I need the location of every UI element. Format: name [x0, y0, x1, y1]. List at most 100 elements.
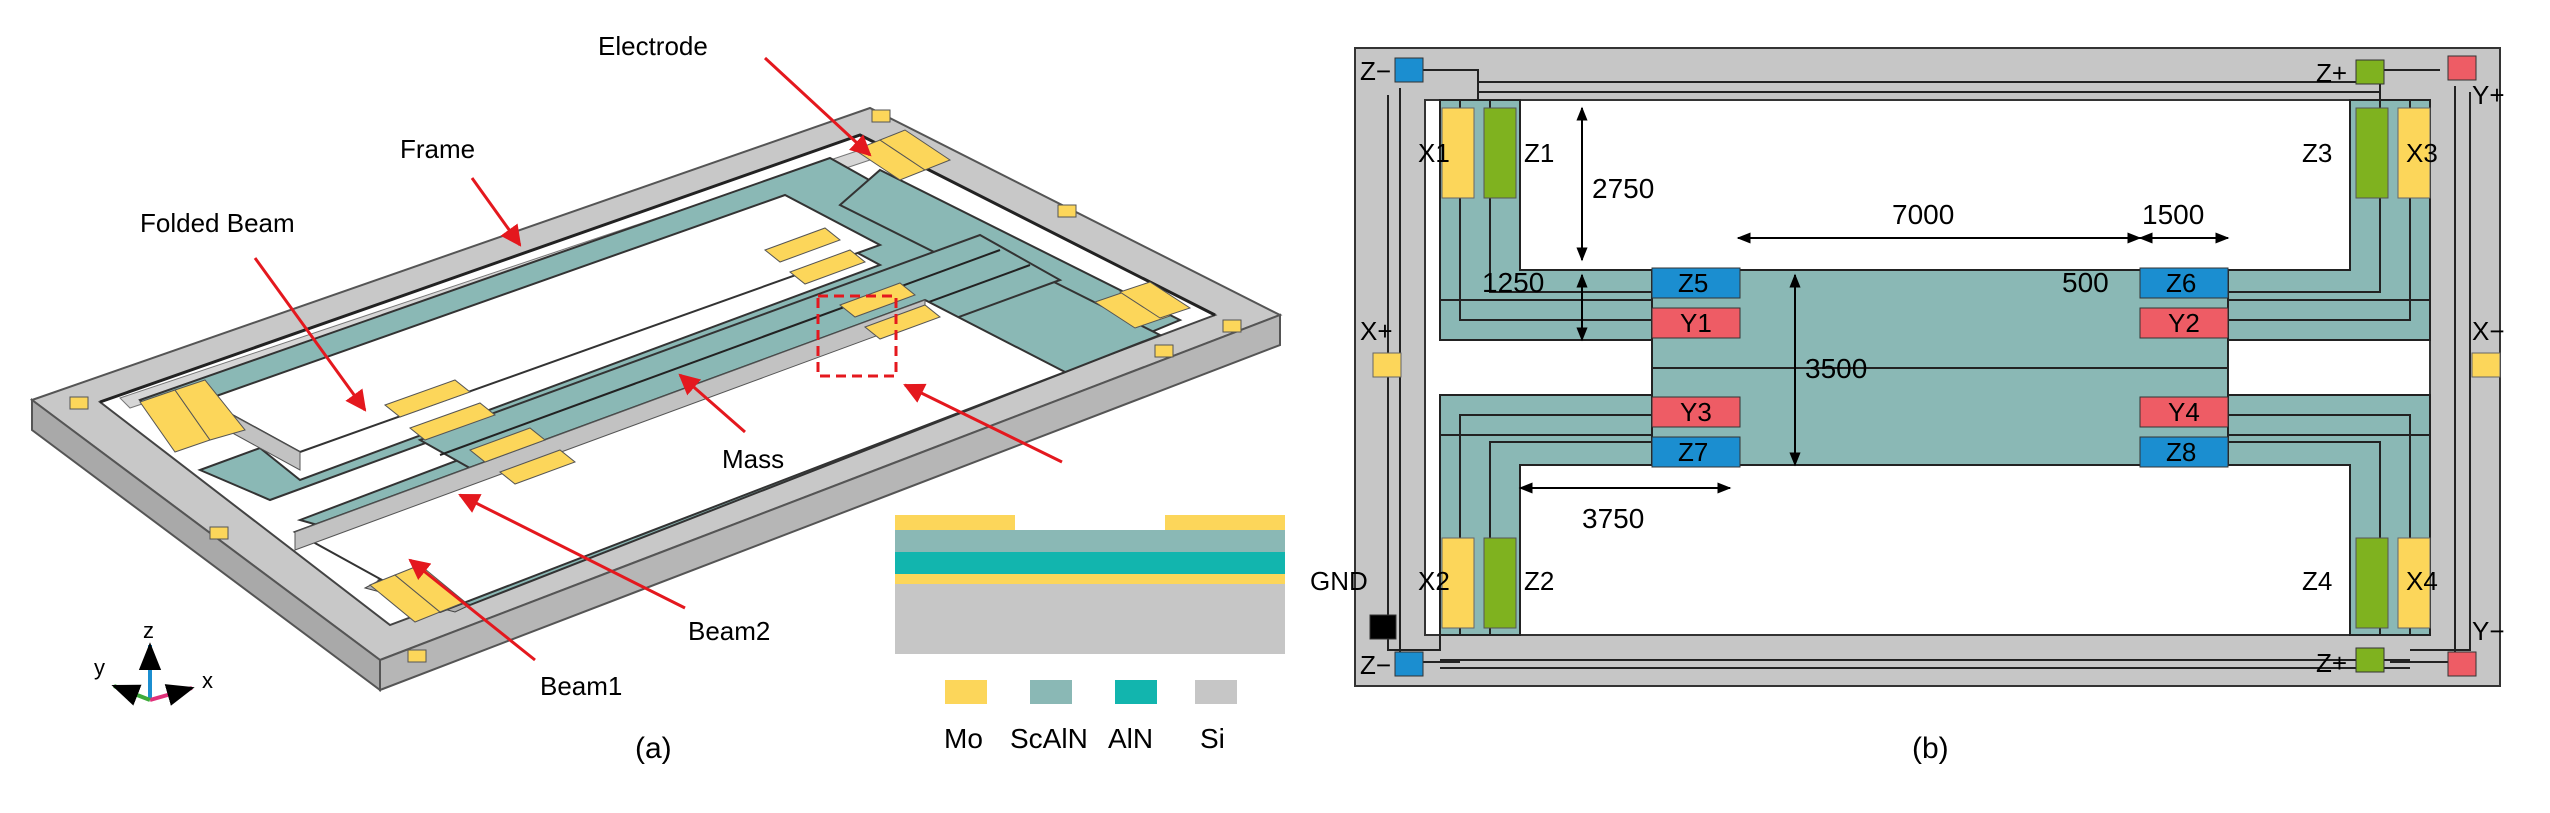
label-x3: X3: [2406, 138, 2438, 168]
legend-label-si: Si: [1200, 723, 1225, 754]
pad-label-z-minus-bottom: Z−: [1360, 650, 1391, 680]
label-x1: X1: [1418, 138, 1450, 168]
callout-arrows: [253, 56, 1063, 662]
y-axis: [111, 684, 151, 706]
pad-label-z-minus-top: Z−: [1360, 56, 1391, 86]
frame-traces: [1387, 69, 2471, 669]
pad-y-plus: [2447, 55, 2477, 81]
dim-2750-label: 2750: [1592, 173, 1654, 204]
pad-label-y-plus: Y+: [2472, 80, 2505, 110]
panel-a-caption: (a): [635, 732, 672, 765]
dim-3500-label: 3500: [1805, 353, 1867, 384]
material-legend: Mo ScAlN AlN Si: [944, 680, 1237, 754]
frame-bond-pads: [69, 109, 1242, 663]
x-axis-label: x: [202, 668, 213, 693]
beam1-label: Beam1: [540, 671, 622, 701]
electrode-z1: [1483, 107, 1517, 199]
x-axis: [149, 684, 195, 706]
mass-arrow: [678, 373, 746, 434]
label-z2: Z2: [1524, 566, 1554, 596]
legend-swatch-mo: [945, 680, 987, 704]
si-substrate: [895, 584, 1285, 654]
panel-b-caption: (b): [1912, 732, 1949, 765]
pad-x-plus: [1372, 352, 1402, 378]
pad-z-minus-bottom: [1394, 651, 1424, 677]
electrode-x4: [2397, 537, 2431, 629]
electrode-arrow: [763, 56, 872, 157]
label-z8: Z8: [2166, 437, 2196, 467]
electrode-z3: [2355, 107, 2389, 199]
pad-z-minus-top: [1394, 57, 1424, 83]
label-x2: X2: [1418, 566, 1450, 596]
mo-bottom-layer: [895, 574, 1285, 584]
aln-layer: [895, 552, 1285, 574]
beams-and-mass: [1439, 99, 2431, 636]
label-y3: Y3: [1680, 397, 1712, 427]
legend-label-scaln: ScAlN: [1010, 723, 1088, 754]
beam2-label: Beam2: [688, 616, 770, 646]
legend-swatch-scaln: [1030, 680, 1072, 704]
frame-label: Frame: [400, 134, 475, 164]
panel-b-top-view: X1 Z1 X3 Z3 X2 Z2 X4 Z4 Z5 Y1 Z6 Y2 Y3 Z…: [1310, 47, 2505, 765]
electrode-x3: [2397, 107, 2431, 199]
scaln-layer: [895, 530, 1285, 552]
dim-1250-label: 1250: [1482, 267, 1544, 298]
pad-label-y-minus: Y−: [2472, 616, 2505, 646]
beam2-arrow: [458, 493, 686, 610]
cross-section-highlight-box: [816, 294, 898, 378]
mo-top-right: [1165, 515, 1285, 530]
dimension-lines: [1518, 106, 2230, 494]
mo-top-left: [895, 515, 1015, 530]
pad-z-plus-bottom: [2355, 647, 2385, 673]
cross-section-arrow: [903, 383, 1063, 464]
dim-7000-label: 7000: [1892, 199, 1954, 230]
label-z5: Z5: [1678, 268, 1708, 298]
legend-swatch-aln: [1115, 680, 1157, 704]
y-axis-label: y: [94, 655, 105, 680]
dim-1500-label: 1500: [2142, 199, 2204, 230]
layer-stack-inset: [895, 515, 1285, 654]
electrode-x1: [1441, 107, 1475, 199]
electrode-z4: [2355, 537, 2389, 629]
label-y2: Y2: [2168, 308, 2200, 338]
electrode-z6: [2139, 267, 2229, 299]
pad-label-z-plus-top: Z+: [2316, 58, 2347, 88]
pad-y-minus: [2447, 651, 2477, 677]
electrode-x2: [1441, 537, 1475, 629]
electrode-z7: [1651, 436, 1741, 468]
pad-z-plus-top: [2355, 59, 2385, 85]
legend-label-mo: Mo: [944, 723, 983, 754]
folded-beam-arrow: [253, 257, 367, 412]
frame-arrow: [470, 177, 522, 247]
electrode-y4: [2139, 396, 2229, 428]
label-z6: Z6: [2166, 268, 2196, 298]
pad-x-minus: [2471, 352, 2501, 378]
mo-electrodes: [139, 129, 1192, 623]
folded-beam-label: Folded Beam: [140, 208, 295, 238]
electrode-y1: [1651, 307, 1741, 339]
dim-500-label: 500: [2062, 267, 2109, 298]
label-z4: Z4: [2302, 566, 2332, 596]
pad-label-z-plus-bottom: Z+: [2316, 648, 2347, 678]
legend-swatch-si: [1195, 680, 1237, 704]
pad-label-x-minus: X−: [2472, 316, 2505, 346]
label-z7: Z7: [1678, 437, 1708, 467]
z-axis-label: z: [143, 618, 154, 643]
mass-label: Mass: [722, 444, 784, 474]
electrode-z5: [1651, 267, 1741, 299]
label-z3: Z3: [2302, 138, 2332, 168]
electrode-label: Electrode: [598, 31, 708, 61]
electrode-y3: [1651, 396, 1741, 428]
label-x4: X4: [2406, 566, 2438, 596]
label-y1: Y1: [1680, 308, 1712, 338]
dim-3750-label: 3750: [1582, 503, 1644, 534]
electrode-y2: [2139, 307, 2229, 339]
legend-label-aln: AlN: [1108, 723, 1153, 754]
label-z1: Z1: [1524, 138, 1554, 168]
beam1-arrow: [408, 558, 536, 662]
electrode-z8: [2139, 436, 2229, 468]
pad-gnd: [1369, 614, 1397, 640]
label-y4: Y4: [2168, 397, 2200, 427]
pad-label-x-plus: X+: [1360, 316, 1393, 346]
